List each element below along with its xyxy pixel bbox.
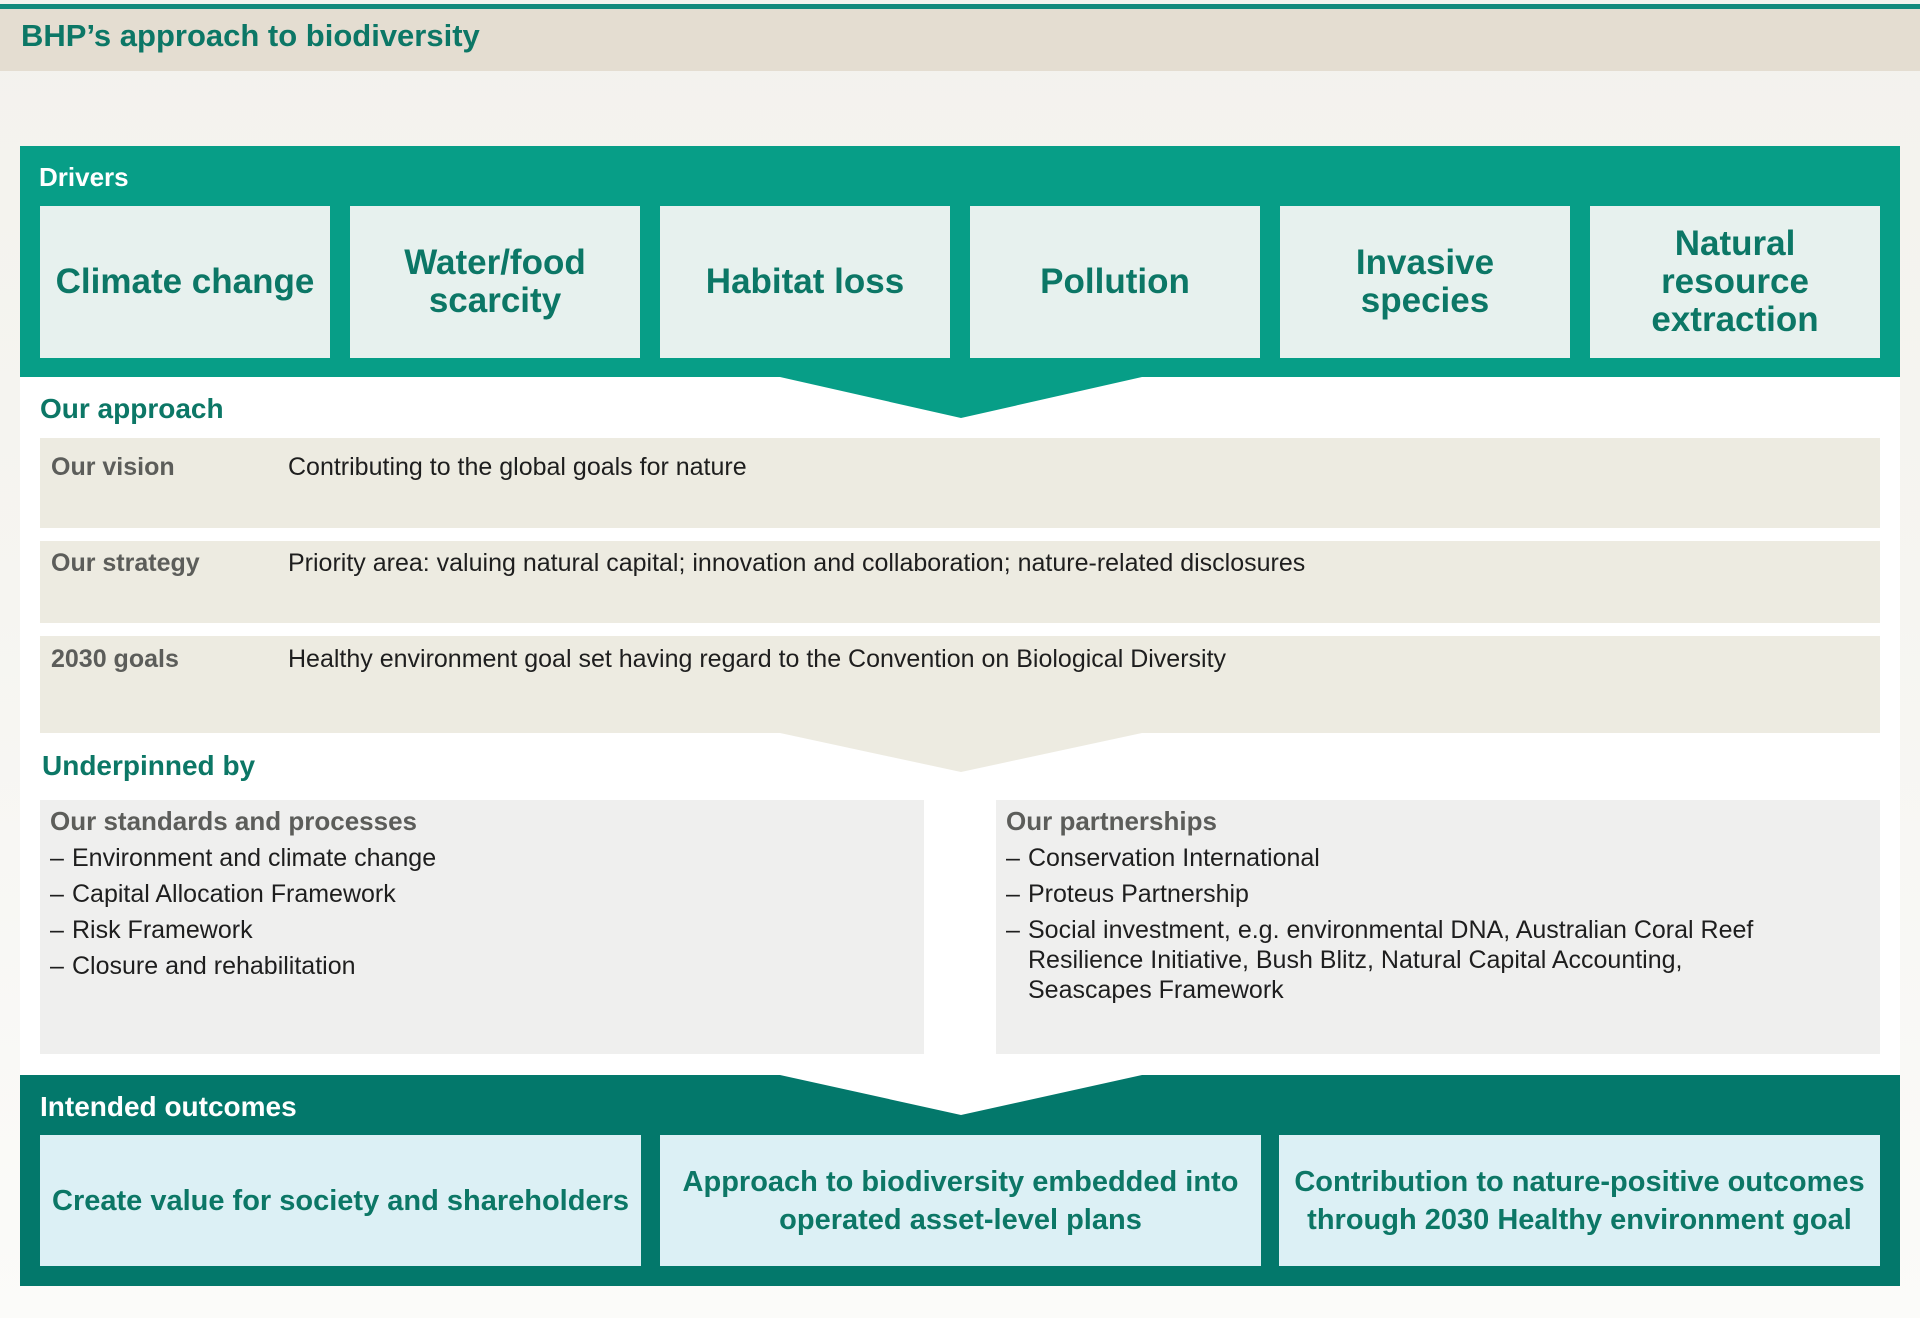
standards-box: Our standards and processes –Environment… xyxy=(40,800,924,1054)
driver-box-water-food-scarcity: Water/food scarcity xyxy=(350,206,640,358)
approach-row-goals xyxy=(40,636,1880,700)
standards-title: Our standards and processes xyxy=(50,806,418,836)
approach-row-strategy xyxy=(40,541,1880,623)
partnerships-box: Our partnerships –Conservation Internati… xyxy=(996,800,1880,1054)
list-item: –Environment and climate change xyxy=(50,844,437,872)
underpinned-label: Underpinned by xyxy=(42,750,256,781)
outcome-box-nature-positive: Contribution to nature-positive outcomes… xyxy=(1279,1135,1880,1266)
partnerships-title: Our partnerships xyxy=(1006,806,1217,836)
driver-label: Pollution xyxy=(1040,262,1190,301)
list-item: –Capital Allocation Framework xyxy=(50,880,396,908)
approach-row-key: Our strategy xyxy=(51,549,200,577)
header-top-line xyxy=(0,4,1920,9)
driver-label: Habitat loss xyxy=(705,262,905,301)
approach-row-text: Priority area: valuing natural capital; … xyxy=(288,549,1306,577)
driver-box-natural-resource-extraction: Natural resource extraction xyxy=(1590,206,1880,358)
driver-label: Natural resource extraction xyxy=(1651,224,1819,339)
outcome-label: Create value for society and shareholder… xyxy=(52,1184,629,1217)
partnerships-list: –Conservation International –Proteus Par… xyxy=(1006,843,1870,1005)
approach-bottom-band xyxy=(40,700,1880,733)
driver-label: Invasive species xyxy=(1355,243,1495,320)
outcome-label: Contribution to nature-positive outcomes… xyxy=(1294,1165,1865,1236)
outcomes-chevron-overlay xyxy=(780,1075,1142,1115)
driver-box-invasive-species: Invasive species xyxy=(1280,206,1570,358)
standards-list: –Environment and climate change –Capital… xyxy=(50,843,914,981)
approach-row-vision xyxy=(40,438,1880,528)
outcome-box-asset-plans: Approach to biodiversity embedded into o… xyxy=(660,1135,1261,1266)
driver-label: Water/food scarcity xyxy=(404,243,586,320)
driver-label: Climate change xyxy=(55,262,315,301)
approach-label: Our approach xyxy=(40,393,224,424)
drivers-label: Drivers xyxy=(39,162,129,192)
header-band xyxy=(0,9,1920,71)
approach-row-key: Our vision xyxy=(51,453,175,481)
drivers-chevron xyxy=(780,377,1142,418)
outcome-label: Approach to biodiversity embedded into o… xyxy=(682,1165,1239,1236)
approach-row-text: Healthy environment goal set having rega… xyxy=(288,645,1227,673)
outcome-box-create-value: Create value for society and shareholder… xyxy=(40,1135,641,1266)
driver-box-habitat-loss: Habitat loss xyxy=(660,206,950,358)
approach-chevron xyxy=(780,733,1142,772)
list-item: –Social investment, e.g. environmental D… xyxy=(1006,916,1754,1004)
drivers-panel xyxy=(20,146,1900,377)
driver-box-climate-change: Climate change xyxy=(40,206,330,358)
approach-row-key: 2030 goals xyxy=(51,645,179,673)
list-item: –Conservation International xyxy=(1006,844,1320,872)
list-item: –Risk Framework xyxy=(50,916,253,944)
approach-row-text: Contributing to the global goals for nat… xyxy=(288,453,747,481)
page-title: BHP’s approach to biodiversity xyxy=(21,18,480,53)
list-item: –Closure and rehabilitation xyxy=(50,952,356,980)
outcomes-label: Intended outcomes xyxy=(40,1091,297,1122)
driver-box-pollution: Pollution xyxy=(970,206,1260,358)
list-item: –Proteus Partnership xyxy=(1006,880,1249,908)
